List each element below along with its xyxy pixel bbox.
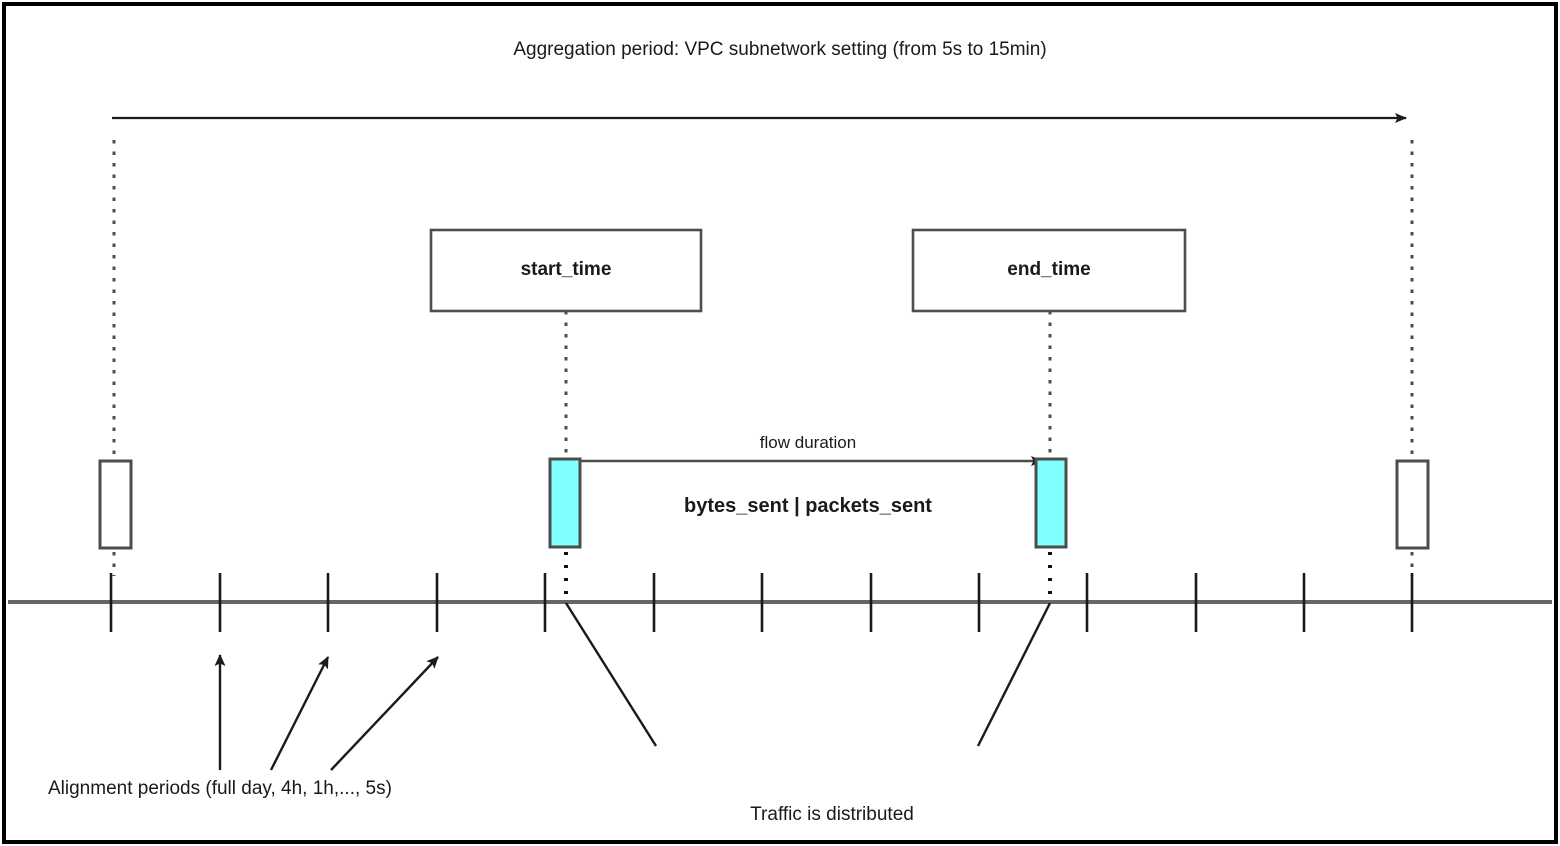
traffic-distribution-note: Traffic is distributed proportionally am…: [672, 746, 992, 846]
aggregation-end-marker: [1395, 459, 1430, 550]
flow-duration-label: flow duration: [759, 433, 857, 452]
alignment-periods-note: Alignment periods (full day, 4h, 1h,...,…: [48, 778, 392, 799]
timeline-ticks: [109, 573, 1414, 632]
end-time-box-label: end_time: [1007, 259, 1091, 280]
end-bar-leader-line: [976, 602, 1052, 747]
flow-end-bar: [1034, 457, 1068, 549]
start-time-box-label: start_time: [520, 259, 612, 280]
start-bar-leader-line: [564, 602, 658, 747]
traffic-distribution-note-line1: Traffic is distributed: [750, 804, 914, 826]
start-time-box: [429, 228, 703, 313]
aggregation-start-marker: [98, 459, 133, 550]
alignment-period-callout-arrows: [214, 654, 439, 771]
flow-metrics-label: bytes_sent | packets_sent: [684, 495, 932, 517]
alignment-callout-arrow: [330, 656, 439, 771]
diagram-title: Aggregation period: VPC subnetwork setti…: [513, 39, 1047, 60]
flow-start-bar: [548, 457, 582, 549]
alignment-callout-arrow: [269, 656, 330, 771]
